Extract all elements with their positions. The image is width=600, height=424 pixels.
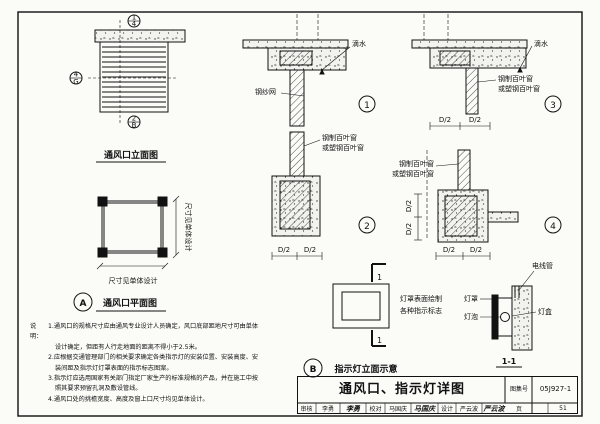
svg-text:D/2: D/2 xyxy=(470,246,482,254)
corner-post xyxy=(157,196,168,207)
vent-plan-view: 尺寸见单体设计 尺寸见单体设计 A 通风口平面图 xyxy=(73,195,193,312)
detail-label-4: 4 xyxy=(550,222,556,232)
detail-label-2: 2 xyxy=(364,222,370,232)
svg-text:1: 1 xyxy=(132,14,136,22)
cut-mark-top: 1 xyxy=(377,273,382,282)
note-line: 设计确定，但距有人行走地面的距离不得小于2.5米。 xyxy=(55,343,201,351)
title-block-grid xyxy=(297,376,578,414)
section-1-1: 电线管 灯罩 灯泡 灯盒 1-1 xyxy=(464,261,553,368)
vent-plan-title: 通风口平面图 xyxy=(103,297,157,309)
label-marker-a xyxy=(73,292,93,312)
title-block: 通风口、指示灯详图 图集号 05J927-1 审核 李勇 李勇 校对 马国庆 马… xyxy=(297,376,578,414)
note-line: 照其要求预留孔洞及敷设管线。 xyxy=(55,385,142,393)
designer-signature: 严云波 xyxy=(483,403,505,413)
svg-text:灯罩: 灯罩 xyxy=(464,294,478,303)
vent-elevation-title: 通风口立面图 xyxy=(104,149,158,161)
svg-text:2: 2 xyxy=(132,115,136,123)
drip-groove xyxy=(517,66,523,73)
corner-post xyxy=(157,247,168,258)
lintel-beam xyxy=(439,50,471,66)
checker-signature: 马国庆 xyxy=(414,403,435,413)
note-line: 2.应根据交通管理部门的相关要求确定各类指示灯的安装位置、安装高度、安 xyxy=(48,354,259,362)
lintel-beam xyxy=(279,50,313,66)
atlas-number: 05J927-1 xyxy=(539,385,572,393)
review-label: 审核 xyxy=(300,406,313,413)
canopy-slab xyxy=(94,29,186,43)
svg-text:D/2: D/2 xyxy=(443,246,455,254)
indicator-lamp-elevation: 1 1 灯罩表面绘制 各种指示标志 B 指示灯立面示意 xyxy=(303,263,442,378)
reviewer-name: 李勇 xyxy=(321,406,334,413)
svg-text:滴水: 滴水 xyxy=(534,39,548,48)
louver-section xyxy=(465,67,479,115)
svg-text:滴水: 滴水 xyxy=(352,39,366,48)
check-label: 校对 xyxy=(369,406,382,413)
svg-text:D/2: D/2 xyxy=(439,116,451,124)
bulb xyxy=(500,312,510,322)
svg-text:或塑钢百叶窗: 或塑钢百叶窗 xyxy=(498,84,540,93)
page-number: 51 xyxy=(559,405,567,412)
notes-lead: 说明： xyxy=(30,323,43,341)
detail-label-3: 3 xyxy=(550,101,556,111)
note-line: 4.通风口处的挑檐宽度、高度及窗上口尺寸均见单体设计。 xyxy=(48,395,209,403)
page-label: 页 xyxy=(515,406,522,413)
svg-text:D/2: D/2 xyxy=(469,116,481,124)
lamp-cover-face xyxy=(341,291,381,321)
corner-post xyxy=(97,196,108,207)
svg-text:或塑钢百叶窗: 或塑钢百叶窗 xyxy=(322,143,364,152)
note-line: 装间距及指示灯灯罩表面的指示标志图案。 xyxy=(55,364,173,372)
svg-text:D/2: D/2 xyxy=(304,246,316,254)
label-marker-b xyxy=(303,358,323,378)
design-label: 设计 xyxy=(440,406,453,413)
svg-text:D/2: D/2 xyxy=(405,223,413,235)
svg-text:B: B xyxy=(310,365,317,375)
svg-text:电线管: 电线管 xyxy=(532,261,553,270)
dimension-vertical: 尺寸见单体设计 xyxy=(184,203,193,252)
design-notes: 说明： 1.通风口的规格尺寸应由通风专业设计人员确定，风口底部距地尺寸可由单体 设… xyxy=(30,322,288,405)
svg-text:灯罩表面绘制: 灯罩表面绘制 xyxy=(400,294,442,303)
drip-groove xyxy=(319,68,325,75)
detail-3-section: 滴水 钢制百叶窗 或塑钢百叶窗 3 D/2 D/2 xyxy=(411,14,562,130)
louver-slats xyxy=(102,46,166,108)
svg-text:钢纱网: 钢纱网 xyxy=(255,87,276,96)
svg-text:4: 4 xyxy=(132,20,137,28)
vent-elevation-view: 1 4 4 G 2 B 通风口立面图 xyxy=(69,14,186,163)
detail-1-section: 滴水 钢纱网 1 xyxy=(242,14,376,127)
svg-text:G: G xyxy=(73,78,78,86)
checker-name: 马国庆 xyxy=(388,406,407,413)
svg-text:灯盒: 灯盒 xyxy=(538,307,552,316)
corner-post xyxy=(97,247,108,258)
svg-text:钢制百叶窗: 钢制百叶窗 xyxy=(322,133,357,142)
lamp-housing xyxy=(332,283,390,329)
louver-frame xyxy=(99,41,169,113)
section-label: 1-1 xyxy=(502,357,517,366)
svg-text:钢制百叶窗: 钢制百叶窗 xyxy=(498,74,533,83)
svg-text:或塑钢百叶窗: 或塑钢百叶窗 xyxy=(392,169,434,178)
louver-section xyxy=(289,131,305,177)
detail-label-1: 1 xyxy=(364,101,370,111)
dimension-horizontal: 尺寸见单体设计 xyxy=(109,276,158,285)
louver-section xyxy=(289,69,305,127)
sheet-frame xyxy=(17,11,583,417)
svg-text:D/2: D/2 xyxy=(405,200,413,212)
svg-text:钢制百叶窗: 钢制百叶窗 xyxy=(399,159,434,168)
svg-text:灯泡: 灯泡 xyxy=(464,312,478,321)
louver-section xyxy=(457,149,471,191)
note-line: 3.指示灯应选用国家有关部门指定厂家生产的标准规格的产品，并在施工中按 xyxy=(48,375,259,383)
svg-text:D/2: D/2 xyxy=(278,246,290,254)
cut-mark-bottom: 1 xyxy=(377,336,382,345)
indicator-title: 指示灯立面示意 xyxy=(334,363,397,375)
designer-name: 严云波 xyxy=(459,406,478,413)
atlas-label: 图集号 xyxy=(509,386,528,393)
detail-2-section: 钢制百叶窗 或塑钢百叶窗 2 D/2 D/2 xyxy=(271,131,376,260)
svg-text:各种指示标志: 各种指示标志 xyxy=(400,306,442,315)
svg-text:A: A xyxy=(80,299,87,309)
svg-text:4: 4 xyxy=(74,71,79,79)
detail-4-section: 钢制百叶窗 或塑钢百叶窗 D/2 D/2 4 D/2 D/2 xyxy=(392,149,562,260)
reviewer-signature: 李勇 xyxy=(346,403,360,413)
sheet-title: 通风口、指示灯详图 xyxy=(338,382,465,397)
svg-text:B: B xyxy=(132,122,137,130)
note-line: 1.通风口的规格尺寸应由通风专业设计人员确定，风口底部距地尺寸可由单体 xyxy=(48,323,259,330)
